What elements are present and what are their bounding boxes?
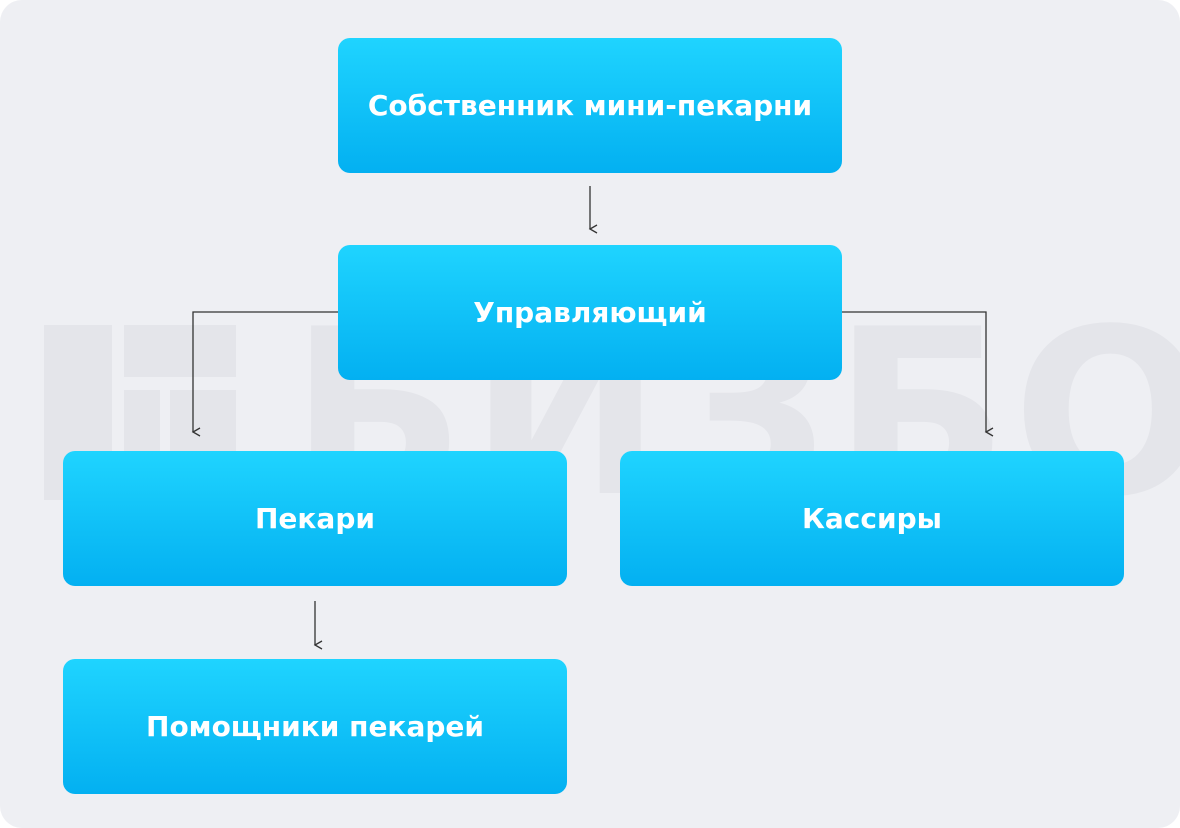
node-cashiers: Кассиры xyxy=(620,451,1124,586)
edge-manager-bakers xyxy=(191,311,338,437)
node-bakers: Пекари xyxy=(63,451,567,586)
node-bakers-label: Пекари xyxy=(255,502,375,535)
node-cashiers-label: Кассиры xyxy=(802,502,942,535)
node-manager: Управляющий xyxy=(338,245,842,380)
node-manager-label: Управляющий xyxy=(473,296,707,329)
node-owner-label: Собственник мини-пекарни xyxy=(367,89,813,122)
node-helpers-label: Помощники пекарей xyxy=(146,710,484,743)
node-owner: Собственник мини-пекарни xyxy=(338,38,842,173)
edge-manager-cashiers xyxy=(842,311,994,437)
node-helpers: Помощники пекарей xyxy=(63,659,567,794)
